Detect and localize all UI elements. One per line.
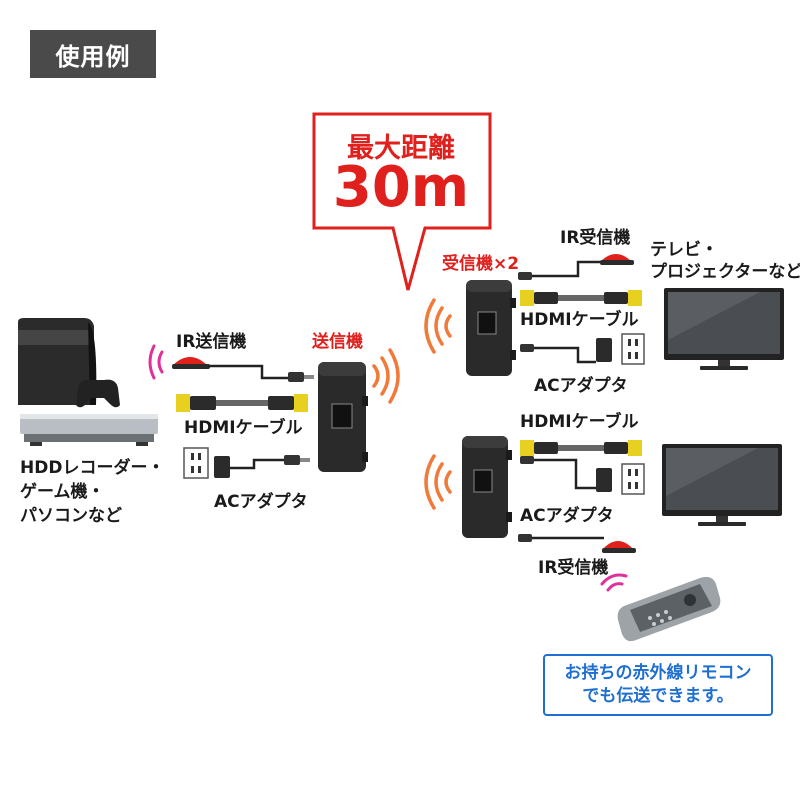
ac-outlet-tx-icon <box>183 447 209 479</box>
remote-note-line-2: でも伝送できます。 <box>582 686 734 706</box>
hdmi-cable-tx-label: HDMIケーブル <box>184 418 303 438</box>
source-device-label-2: ゲーム機・ <box>20 482 105 502</box>
controller-icon <box>76 379 120 408</box>
hdmi-cable-rx2-icon <box>520 440 642 456</box>
remote-note-box: お持ちの赤外線リモコン でも伝送できます。 <box>543 654 773 716</box>
wireless-wave-rx2-icon <box>424 454 452 510</box>
wireless-wave-rx1-icon <box>424 298 452 354</box>
section-tag: 使用例 <box>30 30 156 78</box>
hdmi-cable-rx2-label: HDMIケーブル <box>520 412 639 432</box>
ac-adapter-rx2-label: ACアダプタ <box>520 506 614 526</box>
ac-adapter-rx2-icon <box>596 468 612 492</box>
source-device-label-3: パソコンなど <box>20 506 122 526</box>
distance-label: 最大距離 <box>347 133 455 164</box>
remote-note-line-1: お持ちの赤外線リモコン <box>564 663 752 684</box>
distance-value: 30m <box>332 155 470 220</box>
transmitter-label: 送信機 <box>312 332 363 352</box>
ir-receiver-1-label: IR受信機 <box>560 228 631 248</box>
ir-wave-remote-icon <box>600 573 628 592</box>
ac-adapter-rx1-icon <box>596 338 612 362</box>
ir-emitter-icon <box>172 357 210 369</box>
ac-outlet-rx2-icon <box>621 463 645 495</box>
tv-2-icon <box>662 444 782 526</box>
display-label-1: テレビ・ <box>650 240 718 260</box>
hdmi-cable-tx-icon <box>176 394 308 412</box>
hdmi-cable-rx1-label: HDMIケーブル <box>520 310 639 330</box>
receiver-box-2 <box>462 436 512 538</box>
ir-receiver-1-icon <box>600 254 634 265</box>
tv-1-icon <box>664 288 784 370</box>
distance-callout <box>312 112 492 291</box>
remote-control-icon <box>617 576 721 642</box>
ac-adapter-rx1-label: ACアダプタ <box>534 376 628 396</box>
receiver-label: 受信機×2 <box>442 254 520 274</box>
ir-receiver-2-icon <box>602 541 636 553</box>
receiver-box-1 <box>466 280 516 376</box>
ac-outlet-rx1-icon <box>621 333 645 365</box>
ir-transmitter-label: IR送信機 <box>176 332 247 352</box>
ir-wave-source-icon <box>148 344 164 380</box>
ir-receiver-2-label: IR受信機 <box>538 558 609 578</box>
ac-adapter-tx-icon <box>214 456 230 478</box>
ac-adapter-tx-label: ACアダプタ <box>214 492 308 512</box>
transmitter-box <box>318 362 368 472</box>
wireless-wave-tx-icon <box>372 348 400 404</box>
hdmi-cable-rx1-icon <box>520 290 642 306</box>
display-label-2: プロジェクターなど <box>650 262 800 282</box>
source-device-label-1: HDDレコーダー・ <box>20 458 165 478</box>
hdd-recorder-icon <box>20 414 158 446</box>
